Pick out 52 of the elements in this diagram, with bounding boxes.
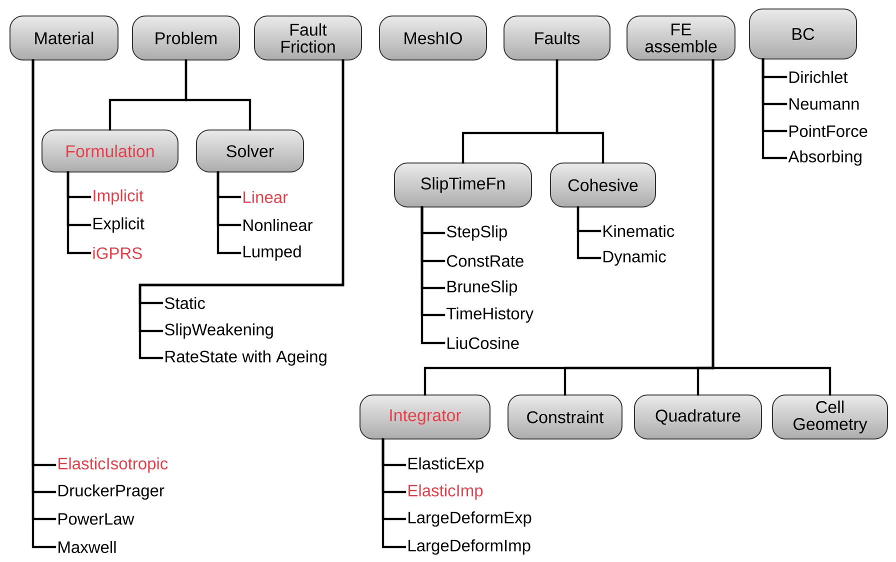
leaf-label: Lumped (244, 245, 301, 261)
tree-line (216, 171, 242, 254)
leaf-label: Linear (244, 190, 288, 204)
tree-line (576, 206, 602, 260)
leaf-label: Neumann (790, 98, 859, 110)
tree-line (184, 59, 252, 131)
module-box: Solver (196, 130, 304, 172)
leaf-label: ElasticIsotropic (58, 457, 168, 473)
module-box: Material (10, 16, 118, 60)
leaf-label: Static (164, 296, 206, 310)
leaf-label: iGPRS (93, 246, 142, 260)
leaf-label: Dirichlet (790, 70, 848, 84)
tree-line (712, 59, 832, 396)
module-box: Faults (504, 16, 610, 60)
leaf-label: SlipWeakening (164, 323, 273, 339)
tree-line (420, 206, 446, 344)
leaf-label: Dynamic (604, 250, 666, 266)
leaf-label: LargeDeformExp (408, 511, 532, 527)
tree-line (66, 171, 92, 254)
leaf-label: PowerLaw (58, 513, 134, 525)
module-box: MeshIO (379, 16, 487, 60)
leaf-label: DruckerPrager (58, 484, 164, 500)
tree-line (556, 59, 604, 164)
leaf-label: Explicit (94, 217, 144, 233)
leaf-label: LargeDeformImp (408, 539, 530, 555)
leaf-label: LiuCosine (448, 336, 519, 350)
leaf-label: Nonlinear (244, 218, 313, 232)
leaf-label: Maxwell (58, 540, 116, 554)
leaf-label: ElasticExp (408, 457, 484, 473)
leaf-label: PointForce (790, 124, 868, 138)
leaf-label: StepSlip (446, 225, 507, 241)
leaf-label: Absorbing (788, 150, 862, 166)
module-box: Fault Friction (254, 16, 362, 60)
leaf-label: TimeHistory (446, 307, 534, 323)
module-box: BC (749, 8, 858, 60)
module-box: Cell Geometry (772, 394, 888, 440)
module-box: Constraint (508, 394, 622, 440)
leaf-label: ElasticImp (408, 484, 483, 500)
leaf-label: RateState with Ageing (166, 350, 326, 366)
leaf-label: BruneSlip (448, 280, 518, 296)
module-box: Problem (132, 16, 240, 60)
module-box: Quadrature (634, 394, 762, 440)
module-box: Formulation (42, 130, 178, 172)
module-box: Integrator (360, 394, 490, 440)
leaf-label: Kinematic (604, 224, 674, 238)
module-box: SlipTimeFn (394, 162, 532, 208)
leaf-label: Implicit (94, 189, 144, 205)
tree-line (382, 438, 406, 548)
module-box: Cohesive (550, 162, 656, 208)
tree-line (762, 58, 788, 160)
module-box: FE assemble (626, 16, 736, 60)
leaf-label: ConstRate (447, 255, 524, 267)
